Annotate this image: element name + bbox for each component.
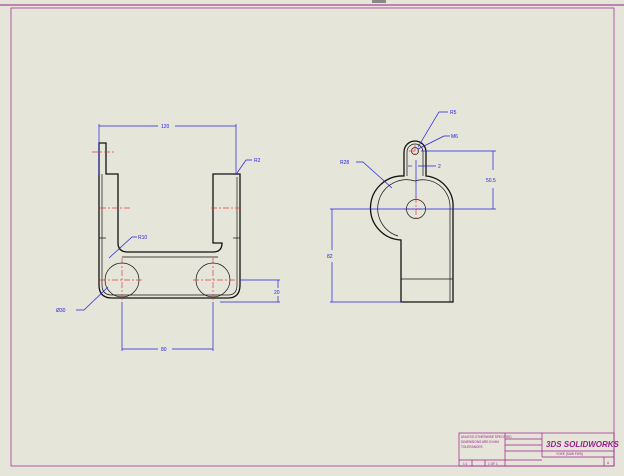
dim-radius-small: R5 [450,110,457,116]
side-view[interactable]: 50.5 82 R5 M6 2 R28 [327,110,496,303]
dim-thread: M6 [451,134,458,140]
toolbar-handle[interactable] [372,0,386,3]
dim-radius-large: R28 [340,160,349,166]
notes-line: UNLESS OTHERWISE SPECIFIED [461,435,512,439]
notes-line: DIMENSIONS ARE IN MM [461,440,499,444]
drawing-frame [10,7,615,467]
dim-radius-inner: R10 [138,235,147,241]
dim-spacing: 80 [161,347,167,353]
dim-height-bottom: 82 [327,254,333,260]
dim-thickness: 2 [438,164,441,170]
notes-line: TOLERANCES [461,445,483,449]
dim-height-top: 50.5 [486,178,496,184]
dim-width: 120 [161,124,170,130]
dim-radius-top: R2 [254,158,261,164]
front-view[interactable]: 120 R2 R10 Ø30 20 80 [56,124,280,353]
dim-height: 20 [274,290,280,296]
solidworks-logo: 3DS SOLIDWORKS [546,440,620,449]
dim-diameter: Ø30 [56,308,66,314]
sheet-number: 1 OF 1 [488,462,498,466]
part-name: YOKE (SAW FWD) [556,452,583,456]
title-block: UNLESS OTHERWISE SPECIFIED DIMENSIONS AR… [458,432,620,467]
sheet-size: A [607,461,610,465]
scale: 1:1 [463,462,468,466]
